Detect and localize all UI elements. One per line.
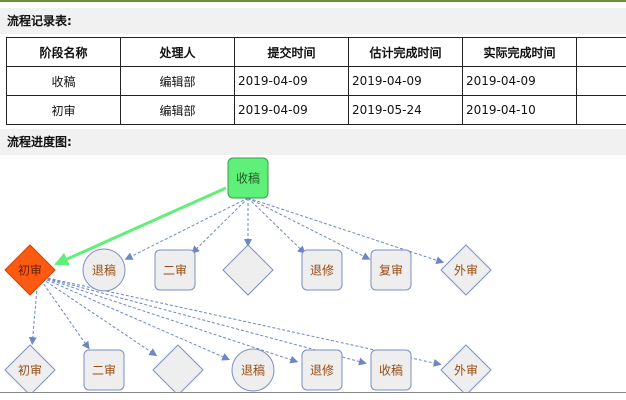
edge-current-to-row2 — [37, 275, 231, 361]
record-heading: 流程记录表: — [0, 8, 626, 34]
active-edge — [54, 186, 227, 266]
edge-current-to-row2 — [37, 275, 299, 364]
column-header-actual-time: 实际完成时间 — [462, 37, 577, 67]
cell-extra — [576, 95, 626, 125]
cell-estimated-time: 2019-05-24 — [348, 95, 463, 125]
table-header-row: 阶段名称 处理人 提交时间 估计完成时间 实际完成时间 — [6, 37, 626, 67]
node-label: 退稿 — [241, 363, 265, 378]
node-label: 收稿 — [236, 171, 260, 186]
cell-submit-time: 2019-04-09 — [234, 66, 349, 96]
cell-handler: 编辑部 — [120, 95, 235, 125]
top-border — [0, 0, 626, 2]
nodes: 收稿初审退稿二审退修复审外审初审二审退稿退修收稿外审 — [4, 157, 492, 392]
column-header-submit-time: 提交时间 — [234, 37, 349, 67]
node-option[interactable]: 二审 — [83, 349, 125, 391]
node-label: 初审 — [18, 263, 42, 278]
cell-submit-time: 2019-04-09 — [234, 95, 349, 125]
node-label: 退修 — [310, 263, 334, 278]
flow-diagram: 收稿初审退稿二审退修复审外审初审二审退稿退修收稿外审 — [4, 157, 492, 392]
progress-heading: 流程进度图: — [0, 129, 626, 155]
edge-start-to-row1 — [247, 197, 371, 260]
node-option[interactable]: 外审 — [440, 344, 492, 392]
node-option[interactable]: 外审 — [440, 244, 492, 296]
column-header-stage: 阶段名称 — [6, 37, 121, 67]
node-label: 复审 — [379, 263, 403, 278]
column-header-estimated-time: 估计完成时间 — [348, 37, 463, 67]
cell-estimated-time: 2019-04-09 — [348, 66, 463, 96]
node-label: 退修 — [310, 363, 334, 378]
node-label: 初审 — [18, 363, 42, 378]
node-option[interactable]: 初审 — [4, 344, 56, 392]
edge-start-to-row1 — [124, 197, 249, 260]
cell-handler: 编辑部 — [120, 66, 235, 96]
node-option[interactable]: 退稿 — [231, 348, 275, 392]
table-row: 收稿 编辑部 2019-04-09 2019-04-09 2019-04-09 — [6, 66, 626, 96]
node-label: 二审 — [92, 363, 116, 378]
node-label: 收稿 — [379, 363, 403, 378]
node-option[interactable]: 退修 — [301, 249, 343, 291]
edge-start-to-row1 — [247, 197, 445, 265]
table-row: 初审 编辑部 2019-04-09 2019-05-24 2019-04-10 — [6, 95, 626, 125]
bottom-border — [0, 392, 626, 393]
cell-stage: 收稿 — [6, 66, 121, 96]
record-table: 阶段名称 处理人 提交时间 估计完成时间 实际完成时间 收稿 编辑部 2019-… — [6, 37, 626, 125]
node-option[interactable]: 退稿 — [82, 248, 126, 292]
node-option[interactable] — [152, 344, 204, 392]
node-start[interactable]: 收稿 — [227, 157, 269, 199]
edge-current-to-row2 — [37, 275, 442, 367]
node-label: 二审 — [163, 263, 187, 278]
edge-start-to-row1 — [191, 197, 249, 254]
cell-actual-time: 2019-04-09 — [462, 66, 577, 96]
cell-stage: 初审 — [6, 95, 121, 125]
node-label: 外审 — [454, 363, 478, 378]
node-option[interactable]: 二审 — [154, 249, 196, 291]
cell-extra — [576, 66, 626, 96]
column-header-handler: 处理人 — [120, 37, 235, 67]
node-option[interactable]: 收稿 — [370, 349, 412, 391]
node-option[interactable] — [222, 244, 274, 296]
column-header-extra — [576, 37, 626, 67]
node-option[interactable]: 复审 — [370, 249, 412, 291]
edges — [28, 186, 445, 367]
edge-start-to-row1 — [247, 197, 306, 254]
edge-current-to-row2 — [37, 275, 367, 366]
node-label: 退稿 — [92, 263, 116, 278]
node-label: 外审 — [454, 263, 478, 278]
edge-current-to-row2 — [37, 275, 158, 357]
node-option[interactable]: 退修 — [301, 349, 343, 391]
cell-actual-time: 2019-04-10 — [462, 95, 577, 125]
node-current[interactable]: 初审 — [4, 244, 56, 296]
